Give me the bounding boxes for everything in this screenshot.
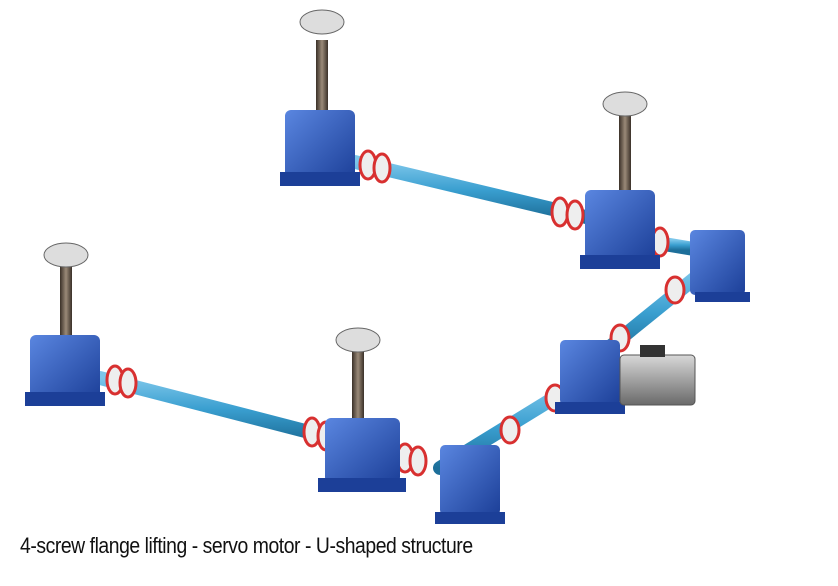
screw-jack-back-left	[280, 9, 360, 186]
gearbox-front-corner	[435, 445, 505, 524]
screw-jack-back-right	[580, 91, 660, 269]
shaft-front	[93, 371, 347, 447]
gearbox-back-corner	[690, 230, 750, 302]
gearbox-motor	[555, 340, 625, 414]
servo-motor	[619, 345, 696, 406]
screw-jack-front-left	[25, 242, 105, 406]
screw-jack-front-middle	[318, 327, 406, 492]
caption: 4-screw flange lifting - servo motor - U…	[20, 533, 473, 558]
couplings	[105, 149, 686, 477]
